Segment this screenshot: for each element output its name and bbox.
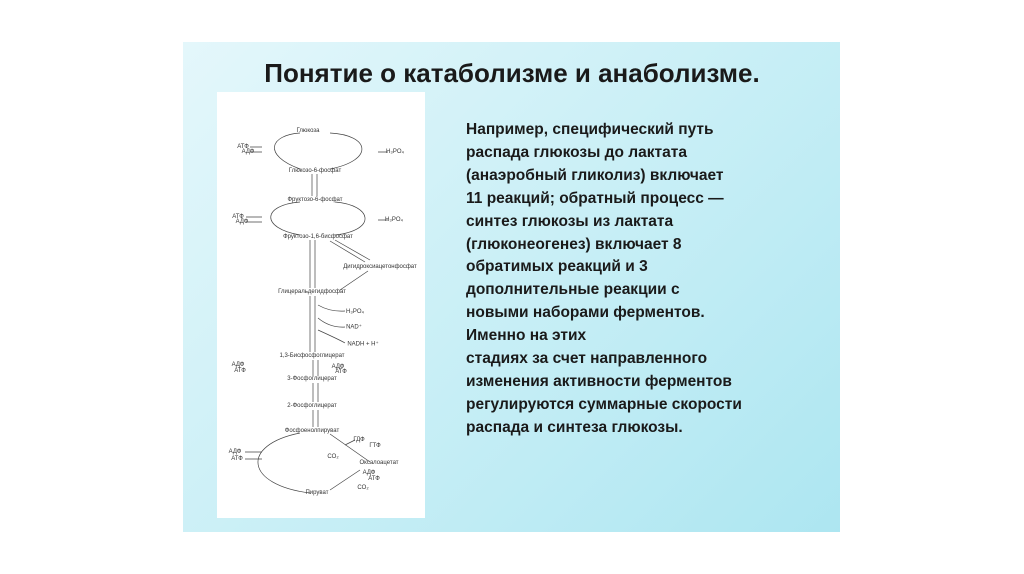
label-nadh: NADH + H⁺ (347, 341, 379, 348)
label-fructose-6-phosphate: Фруктозо-6-фосфат (287, 197, 343, 203)
label-glucose-6-phosphate: Глюкозо-6-фосфат (288, 168, 342, 174)
text-line: синтез глюкозы из лактата (466, 212, 674, 230)
body-text: Например, специфический путь распада глю… (466, 119, 826, 440)
label-atp: АТФ (335, 369, 347, 375)
glycolysis-gluconeogenesis-diagram: Глюкоза АТФ АДФ H₃PO₄ Глюкозо-6-фосфат Ф… (217, 92, 425, 518)
label-adp: АДФ (362, 470, 376, 476)
text-line: дополнительные реакции с (466, 281, 680, 299)
text-line: изменения активности ферментов (466, 372, 732, 390)
label-adp: АДФ (231, 362, 245, 368)
label-nad: NAD⁺ (346, 324, 362, 331)
text-line: регулируются суммарные скорости (466, 395, 742, 413)
label-adp: АДФ (228, 449, 242, 455)
text-line: (глюконеогенез) включает 8 (466, 235, 682, 253)
label-glucose: Глюкоза (296, 128, 320, 134)
label-atp: АТФ (237, 144, 249, 150)
label-atp: АТФ (232, 214, 244, 220)
text-line: Например, специфический путь (466, 121, 714, 138)
label-co2: CO₂ (327, 454, 339, 460)
text-line: Именно на этих (466, 327, 587, 345)
label-adp: АДФ (331, 364, 345, 370)
text-line: стадиях за счет направленного (466, 350, 708, 368)
text-line: обратимых реакций и 3 (466, 258, 648, 276)
label-dihydroxyacetone-phosphate: Дигидроксиацетонфосфат (343, 264, 417, 270)
text-line: распада глюкозы до лактата (466, 143, 687, 161)
label-phosphoenolpyruvate: Фосфоенолпируват (284, 428, 340, 434)
label-2-phosphoglycerate: 2-Фосфоглицерат (287, 403, 337, 409)
label-phosphate: H₃PO₄ (346, 309, 364, 315)
text-line: 11 реакций; обратный процесс — (466, 189, 724, 207)
slide-title: Понятие о катаболизме и анаболизме. (264, 58, 760, 88)
label-gtp: ГТФ (369, 443, 381, 449)
label-fructose-1-6-bisphosphate: Фруктозо-1,6-бисфосфат (283, 234, 353, 240)
label-3-phosphoglycerate: 3-Фосфоглицерат (287, 376, 337, 382)
text-line: (анаэробный гликолиз) включает (466, 166, 724, 184)
text-line: распада и синтеза глюкозы. (466, 418, 683, 436)
label-glyceraldehyde-phosphate: Глицеральдегидфосфат (278, 289, 346, 295)
label-atp: АТФ (231, 456, 243, 462)
label-gdp: ГДФ (353, 437, 365, 443)
label-phosphate: H₃PO₄ (386, 149, 404, 155)
label-adp: АДФ (235, 219, 249, 225)
label-adp: АДФ (241, 149, 255, 155)
label-phosphate: H₃PO₄ (385, 217, 403, 223)
label-atp: АТФ (234, 368, 246, 374)
label-co2: CO₂ (357, 485, 369, 491)
label-pyruvate: Пируват (305, 490, 329, 496)
label-oxaloacetate: Оксалоацетат (359, 460, 399, 466)
label-atp: АТФ (368, 476, 380, 482)
text-line: новыми наборами ферментов. (466, 304, 705, 322)
label-1-3-bisphosphoglycerate: 1,3-Бисфосфоглицерат (279, 353, 345, 359)
diagram-arrows (245, 132, 388, 494)
